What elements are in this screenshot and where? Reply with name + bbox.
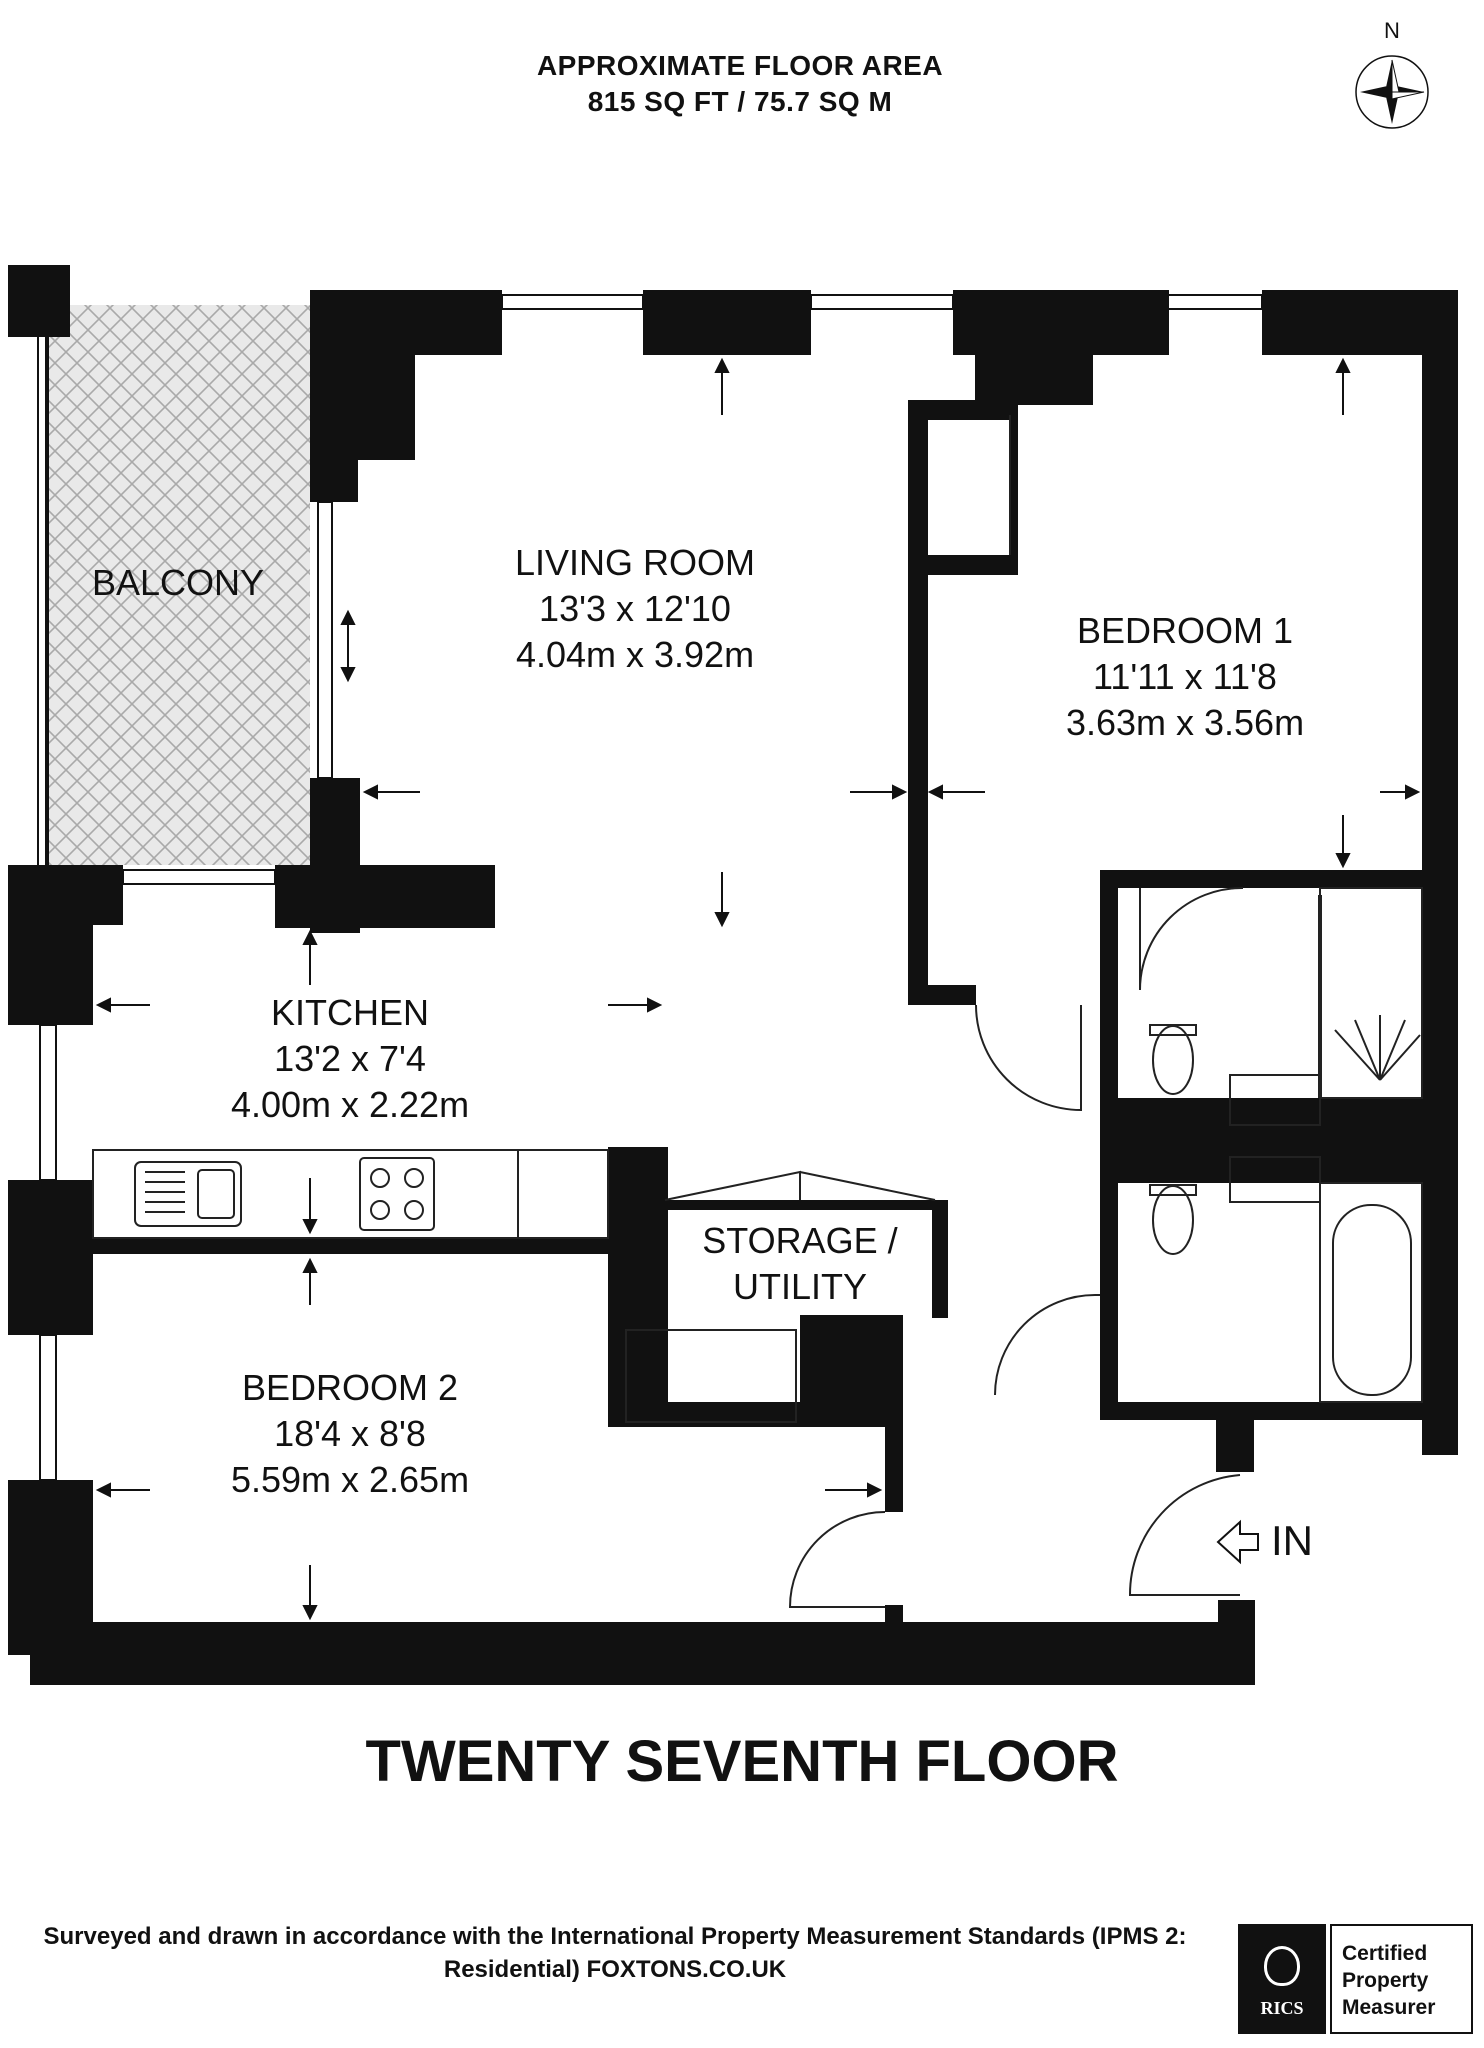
room-bedroom-2: BEDROOM 2 18'4 x 8'8 5.59m x 2.65m: [200, 1365, 500, 1503]
room-living-metric: 4.04m x 3.92m: [515, 634, 755, 675]
room-balcony-name: BALCONY: [91, 562, 265, 603]
entrance-arrow-icon: [1216, 1519, 1259, 1565]
rics-certification: Certified Property Measurer: [1330, 1924, 1473, 2034]
balcony-area: [47, 305, 310, 865]
entrance-label: IN: [1271, 1517, 1313, 1564]
room-kitchen-name: KITCHEN: [270, 992, 429, 1033]
walls: [8, 265, 1458, 1685]
floor-area-value: 815 SQ FT / 75.7 SQ M: [587, 86, 893, 117]
room-living-imperial: 13'3 x 12'10: [539, 588, 731, 629]
survey-footer: Surveyed and drawn in accordance with th…: [0, 1920, 1230, 1986]
windows: [39, 294, 1263, 1481]
room-bedroom-1-metric: 3.63m x 3.56m: [1065, 702, 1305, 743]
kitchen-counter: [92, 1149, 609, 1239]
room-balcony: BALCONY: [78, 560, 278, 606]
room-storage-name-line1: STORAGE /: [702, 1220, 898, 1261]
room-bedroom-1-name: BEDROOM 1: [1076, 610, 1294, 651]
room-bedroom-2-metric: 5.59m x 2.65m: [230, 1459, 470, 1500]
room-bedroom-2-name: BEDROOM 2: [241, 1367, 459, 1408]
room-bedroom-1: BEDROOM 1 11'11 x 11'8 3.63m x 3.56m: [1030, 608, 1340, 746]
room-bedroom-2-imperial: 18'4 x 8'8: [274, 1413, 426, 1454]
doors: [625, 415, 1244, 1608]
dimension-arrows: [95, 357, 1421, 1621]
floor-area-heading: APPROXIMATE FLOOR AREA: [536, 50, 944, 81]
room-living-name: LIVING ROOM: [514, 542, 756, 583]
room-kitchen-metric: 4.00m x 2.22m: [230, 1084, 470, 1125]
compass-icon: [1355, 55, 1429, 129]
rics-logo: RICS: [1238, 1924, 1326, 2034]
rics-crest-icon: [1264, 1946, 1300, 1986]
survey-footer-line2: Residential) FOXTONS.CO.UK: [443, 1956, 787, 1983]
rics-logo-text: RICS: [1260, 1998, 1304, 2018]
floor-title: TWENTY SEVENTH FLOOR: [365, 1729, 1119, 1794]
room-kitchen: KITCHEN 13'2 x 7'4 4.00m x 2.22m: [200, 990, 500, 1128]
rics-cert-line1: Certified: [1342, 1942, 1428, 1965]
rics-badge: RICS Certified Property Measurer: [1238, 1924, 1473, 2034]
room-storage: STORAGE / UTILITY: [668, 1218, 932, 1310]
rics-cert-line3: Measurer: [1342, 1996, 1436, 2019]
room-living: LIVING ROOM 13'3 x 12'10 4.04m x 3.92m: [470, 540, 800, 678]
bathroom-fixtures: [1149, 887, 1423, 1403]
north-compass: N: [1352, 18, 1432, 138]
room-storage-name-line2: UTILITY: [732, 1266, 867, 1307]
room-bedroom-1-imperial: 11'11 x 11'8: [1093, 656, 1277, 697]
north-label: N: [1384, 18, 1400, 43]
survey-footer-line1: Surveyed and drawn in accordance with th…: [43, 1923, 1187, 1950]
room-kitchen-imperial: 13'2 x 7'4: [274, 1038, 426, 1079]
rics-cert-line2: Property: [1342, 1969, 1429, 1992]
